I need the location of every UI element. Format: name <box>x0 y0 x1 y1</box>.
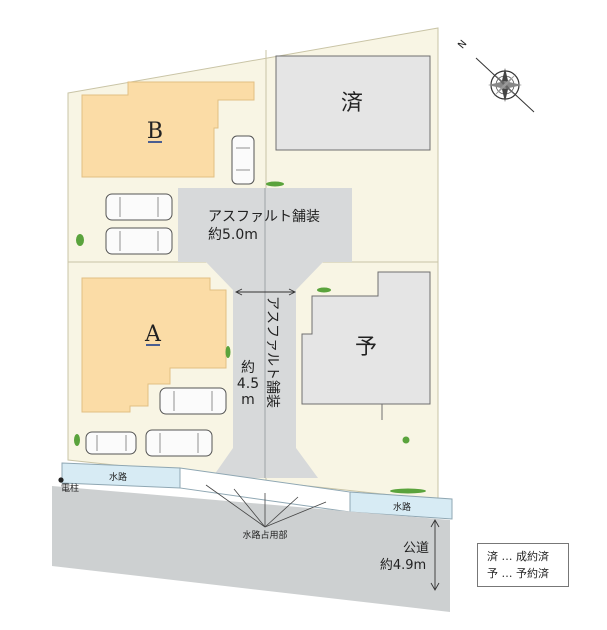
shrub-icon <box>390 488 426 494</box>
car-icon <box>145 429 213 457</box>
paving-width-label-3: m <box>241 392 255 408</box>
paving-width-label-1: 約 <box>241 360 255 376</box>
public-road-label-2: 約4.9m <box>380 558 426 573</box>
public-road <box>52 486 450 612</box>
car-icon <box>159 387 227 415</box>
waterway-left-label: 水路 <box>109 471 127 483</box>
legend-box: 済 … 成約済 予 … 予約済 <box>477 543 569 587</box>
paving-dimension-arrow <box>234 288 297 296</box>
sold-building <box>275 55 431 151</box>
sold-mark: 済 <box>341 91 363 116</box>
lot-b-label: B <box>147 119 163 144</box>
car-icon <box>85 431 137 455</box>
waterway-occupancy-label: 水路占用部 <box>242 529 287 541</box>
public-road-label-1: 公道 <box>403 541 429 556</box>
paving-upper-label-2: 約5.0m <box>208 227 258 243</box>
waterway-right-label: 水路 <box>393 501 411 513</box>
compass-north-label: N <box>456 38 469 51</box>
car-icon <box>105 227 173 255</box>
reserved-building <box>301 271 431 405</box>
legend-sold: 済 … 成約済 <box>487 550 549 563</box>
legend-reserved: 予 … 予約済 <box>487 567 549 580</box>
shrub-icon <box>74 434 80 446</box>
shrubs <box>74 181 426 494</box>
car-icon <box>231 135 255 185</box>
reserved-mark: 予 <box>355 335 377 360</box>
shrub-icon <box>225 346 231 358</box>
occupancy-leader-lines <box>205 484 327 528</box>
paving-upper-label-1: アスファルト舗装 <box>208 209 320 225</box>
utility-pole-icon <box>58 477 64 483</box>
compass-icon <box>475 57 535 113</box>
lot-a-label: A <box>144 322 162 347</box>
shrub-icon <box>317 287 331 293</box>
house-b <box>81 81 255 178</box>
utility-pole-label: 電柱 <box>61 482 79 494</box>
shrub-icon <box>76 234 84 246</box>
road-dimension-line <box>430 519 440 591</box>
car-windows <box>96 147 250 453</box>
shrub-icon <box>266 181 284 187</box>
paving-width-label-2: 4.5 <box>237 376 259 392</box>
paving-vertical-label: アスファルト舗装 <box>264 296 280 408</box>
shrub-icon <box>402 436 410 444</box>
car-icon <box>105 193 173 221</box>
